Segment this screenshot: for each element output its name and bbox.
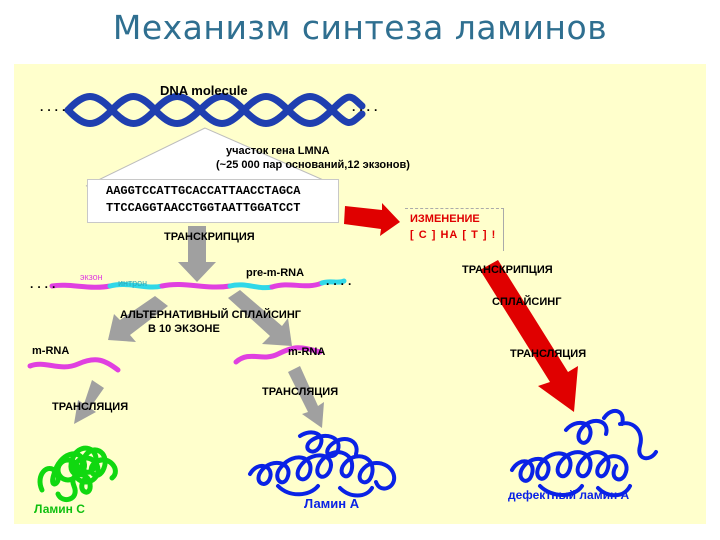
sequence-bottom-strand: TTCCAGGTAACCTGGTAATTGGATCCT xyxy=(106,201,301,215)
pre-mrna-strand xyxy=(49,278,347,291)
defective-lamin-label: дефектный ламин А xyxy=(508,488,630,502)
mrna-left-strand xyxy=(27,357,121,373)
pre-mrna-dots: · · · · xyxy=(326,277,352,291)
dna-helix xyxy=(64,93,366,127)
translation-arrows xyxy=(74,366,324,428)
pre-mrna-dots-left: · · · · xyxy=(30,280,56,294)
pre-mrna-intron-3 xyxy=(319,278,347,286)
mutation-title: ИЗМЕНЕНИЕ xyxy=(410,213,480,225)
sequence-box xyxy=(87,179,339,223)
sequence-top-strand: AAGGTCCATTGCACCATTAACCTAGCA xyxy=(106,184,301,198)
gene-region-label: участок гена LMNA xyxy=(226,145,330,157)
mrna-left-label: m-RNA xyxy=(32,345,70,357)
transcription-right-label: ТРАНСКРИПЦИЯ xyxy=(462,264,553,276)
transcription-label: ТРАНСКРИПЦИЯ xyxy=(164,231,255,243)
splice-arrow-right xyxy=(228,290,292,346)
transcription-arrow xyxy=(178,226,216,282)
dna-dots-right: · · · · xyxy=(352,103,378,117)
exon-label: экзон xyxy=(80,272,103,282)
translation-right-label: ТРАНСЛЯЦИЯ xyxy=(510,348,587,360)
pre-mrna-exon-2 xyxy=(159,281,233,290)
dna-molecule-label: DNA molecule xyxy=(160,83,248,98)
mrna-right-label: m-RNA xyxy=(288,346,326,358)
mutation-box: ИЗМЕНЕНИЕ [ C ] НА [ T ] ! xyxy=(405,208,504,251)
splicing-arrows xyxy=(108,290,292,346)
splicing-right-label: СПЛАЙСИНГ xyxy=(492,296,562,308)
lamin-a-protein xyxy=(248,430,397,498)
alt-splicing-label: АЛЬТЕРНАТИВНЫЙ СПЛАЙСИНГ xyxy=(120,309,302,321)
zoom-triangle xyxy=(85,127,338,187)
translation-mid-label: ТРАНСЛЯЦИЯ xyxy=(262,386,339,398)
lamin-c-label: Ламин С xyxy=(34,502,85,516)
defective-lamin-protein xyxy=(510,408,658,498)
defect-pathway-arrow xyxy=(480,260,578,412)
pre-mrna-intron-2 xyxy=(227,282,275,291)
pre-mrna-exon-3 xyxy=(269,280,325,290)
diagram-panel xyxy=(14,64,706,524)
mrna-right-strand xyxy=(233,345,323,365)
translation-left-label: ТРАНСЛЯЦИЯ xyxy=(52,401,129,413)
translation-arrow-mid xyxy=(288,366,324,428)
mutation-detail: [ C ] НА [ T ] ! xyxy=(410,229,497,241)
dna-dots-left: · · · · xyxy=(40,103,66,117)
translation-arrow-left xyxy=(74,380,104,424)
gene-region-size-label: (~25 000 пар оснований,12 экзонов) xyxy=(216,159,410,171)
dna-strand-b xyxy=(64,93,366,127)
pre-mrna-intron-1 xyxy=(107,281,165,290)
intron-label: интрон xyxy=(118,278,148,288)
splice-arrow-left xyxy=(108,296,168,342)
alt-splicing-exon-label: В 10 ЭКЗОНЕ xyxy=(148,323,220,335)
lamin-c-protein xyxy=(37,445,118,503)
pre-mrna-exon-1 xyxy=(49,282,113,290)
pre-mrna-label: pre-m-RNA xyxy=(246,267,305,279)
lamin-a-label: Ламин А xyxy=(304,496,360,511)
dna-strand-a xyxy=(64,93,366,127)
mutation-arrow xyxy=(344,203,400,236)
slide-title: Механизм синтеза ламинов xyxy=(112,8,608,47)
